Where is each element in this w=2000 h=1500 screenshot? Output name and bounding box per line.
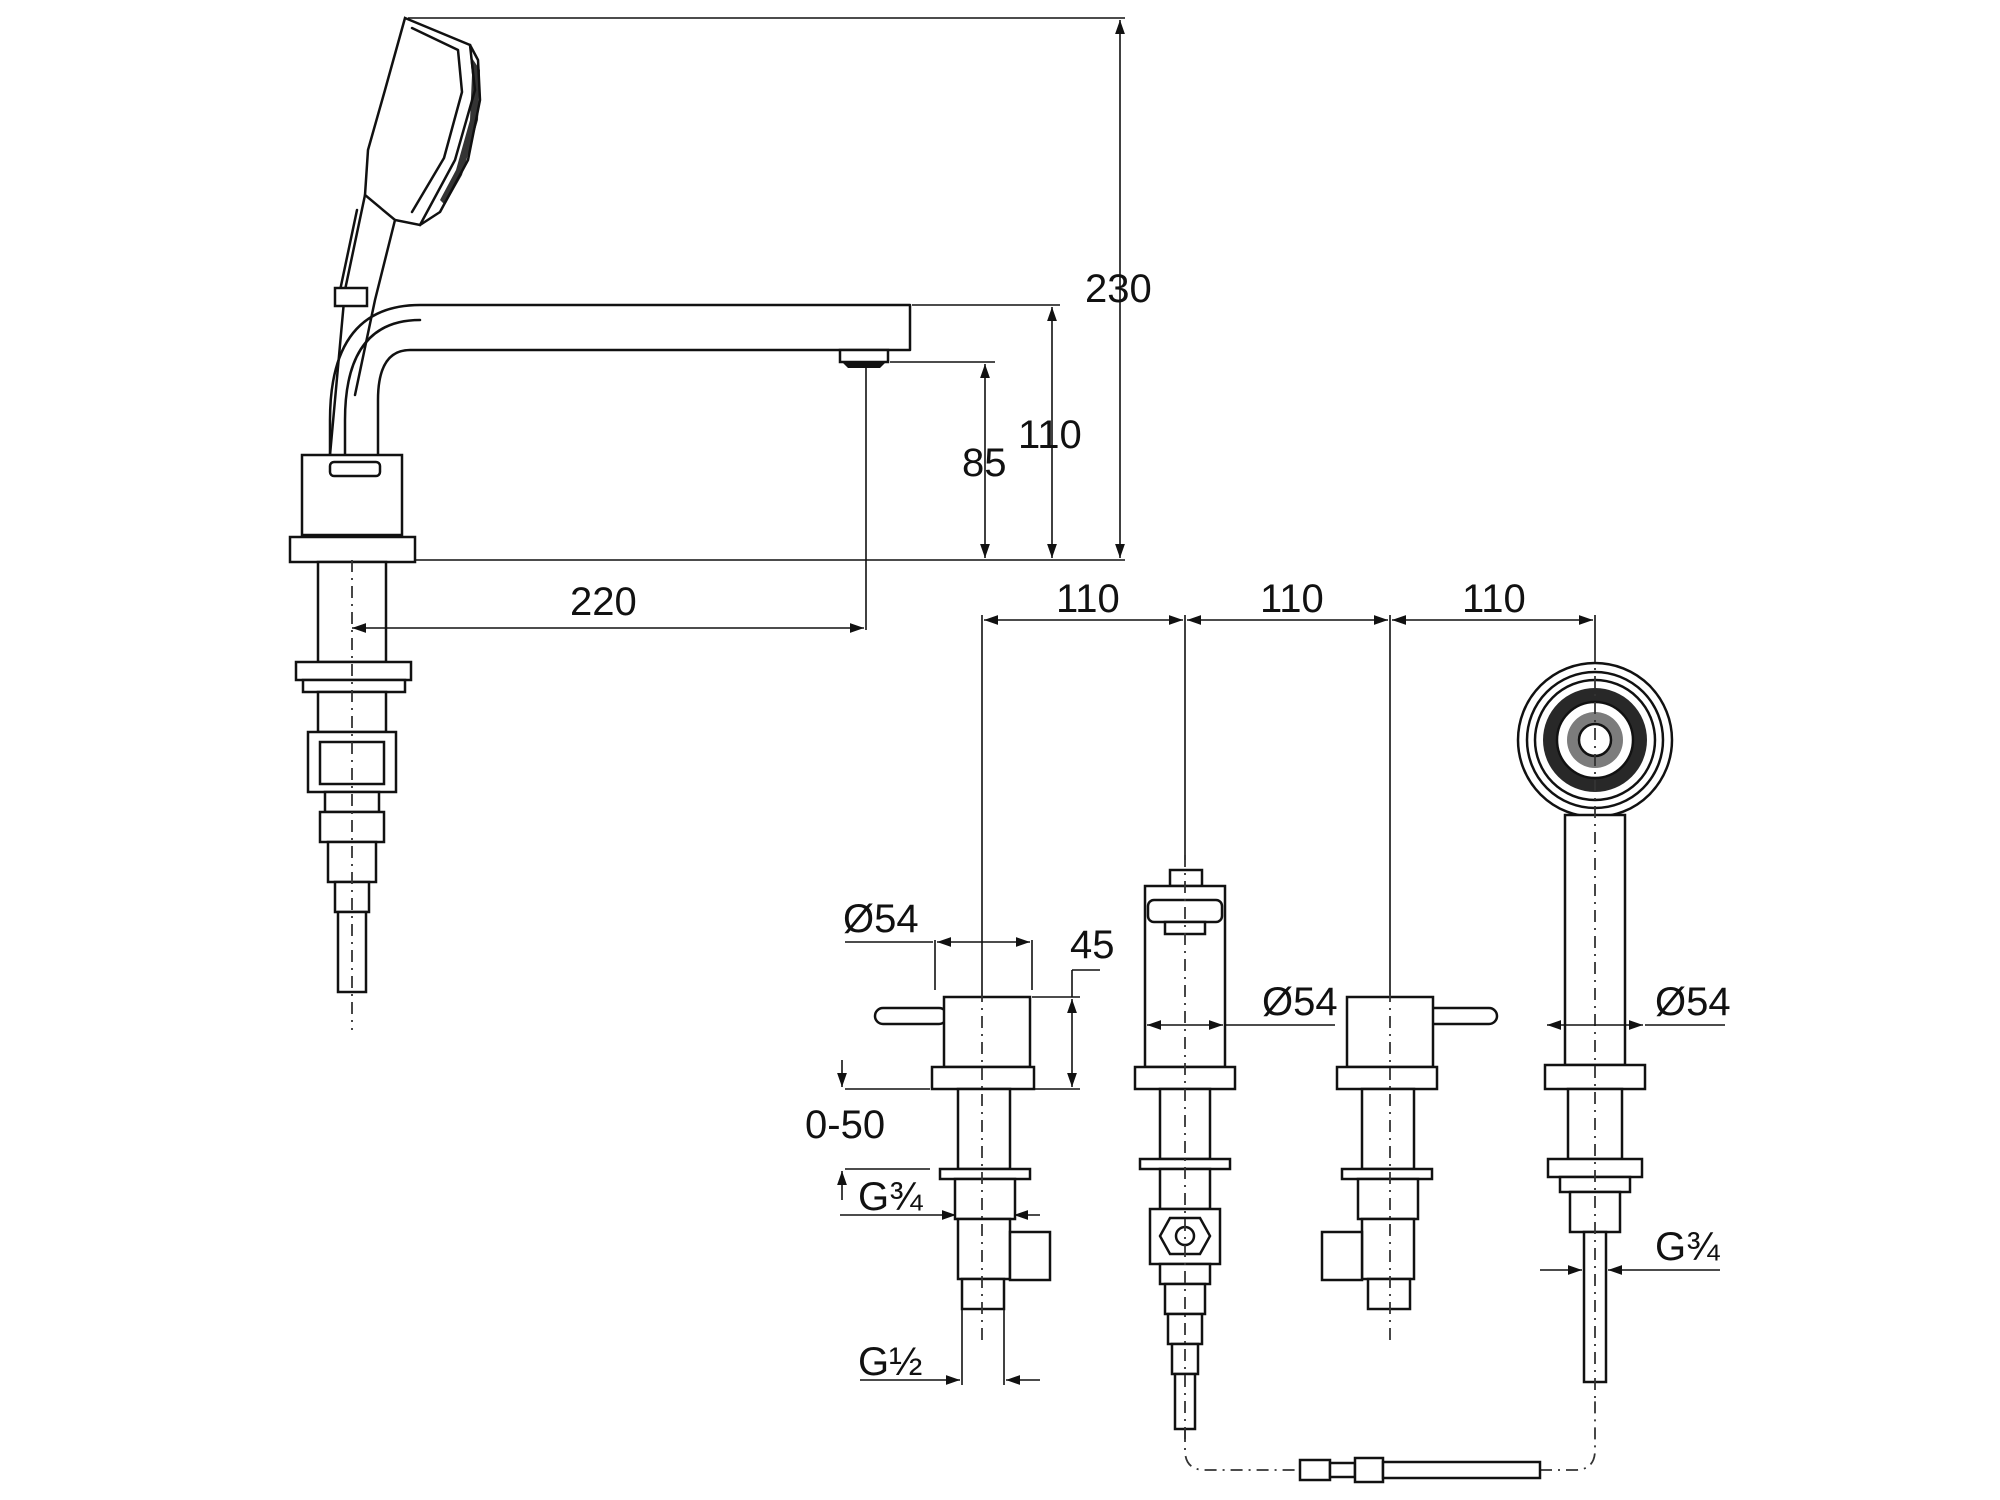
mounting-shank	[294, 560, 413, 1030]
dim-outlet-height: 85	[962, 441, 1007, 485]
dim-spacing-1: 110	[1056, 577, 1120, 621]
side-view-bath-filler: 230 110 85 220	[288, 16, 1152, 1030]
dim-deck-thickness: 0-50	[805, 1103, 885, 1147]
dim-valve-left-diameter: Ø54	[843, 897, 919, 941]
valve-left-dimensions	[837, 937, 1100, 1385]
dim-spout-reach: 220	[570, 580, 637, 624]
valve-right	[1320, 990, 1499, 1340]
spout-body	[288, 453, 417, 564]
hose-connection	[1184, 1400, 1596, 1484]
dim-thread-shower: G¾	[1655, 1225, 1720, 1269]
hand-shower-head	[363, 16, 482, 227]
dim-overall-height: 230	[1085, 267, 1152, 311]
spout	[328, 303, 912, 457]
hand-shower-handle	[328, 193, 397, 457]
valve-left	[873, 990, 1052, 1340]
diverter-body	[1133, 855, 1237, 1440]
side-view-dimensions	[352, 17, 1125, 633]
spacing-dimensions	[981, 615, 1596, 1090]
dim-spout-height: 110	[1018, 413, 1082, 457]
front-view-components: 110 110 110	[805, 577, 1731, 1484]
dim-shower-holder-diameter: Ø54	[1655, 980, 1731, 1024]
dim-spacing-2: 110	[1260, 577, 1324, 621]
dim-spout-body-diameter: Ø54	[1262, 980, 1338, 1024]
hand-shower-front	[1516, 650, 1674, 1400]
dim-thread-upper: G¾	[858, 1175, 923, 1219]
dim-thread-lower: G½	[858, 1340, 922, 1384]
hand-shower-dimensions	[1540, 1020, 1725, 1275]
dim-handle-height: 45	[1070, 923, 1115, 967]
dim-spacing-3: 110	[1462, 577, 1526, 621]
